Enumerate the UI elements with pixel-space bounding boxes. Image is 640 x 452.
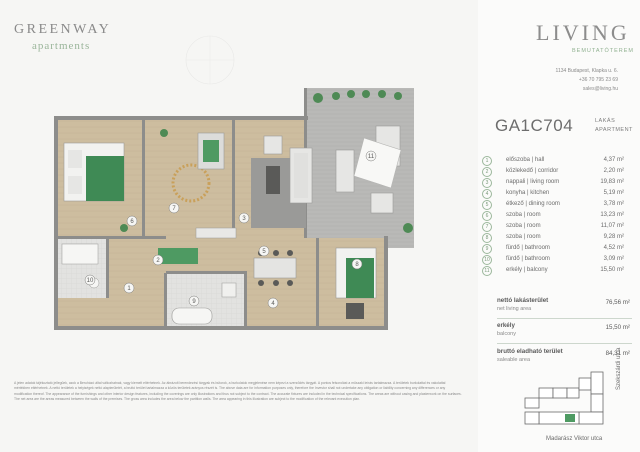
- divider: [497, 318, 632, 319]
- room-area: 15,50 m²: [600, 267, 624, 273]
- svg-text:8: 8: [355, 262, 359, 268]
- room-row: 6 szoba | room 13,23 m²: [482, 210, 632, 221]
- room-name: konyha | kitchen: [506, 190, 550, 196]
- apartment-code: GA1C704: [495, 116, 574, 135]
- room-area: 11,07 m²: [600, 223, 624, 229]
- room-number-badge: 10: [482, 255, 492, 265]
- room-area: 13,23 m²: [600, 212, 624, 218]
- room-number-badge: 6: [482, 211, 492, 221]
- room-area: 2,20 m²: [603, 168, 624, 174]
- svg-text:1: 1: [127, 286, 131, 292]
- room-name: étkező | dining room: [506, 201, 560, 207]
- contact-email: sales@living.hu: [582, 86, 618, 92]
- net-area-sublabel: net living area: [497, 306, 532, 312]
- contact-address: 1134 Budapest, Klapka u. 6.: [555, 68, 618, 74]
- info-panel: [478, 0, 640, 452]
- room-row: 10 fürdő | bathroom 3,09 m²: [482, 254, 632, 265]
- room-name: előszoba | hall: [506, 157, 545, 163]
- room-name: nappali | living room: [506, 179, 560, 185]
- contact-phone: +36 70 795 23 69: [578, 77, 618, 83]
- room-name: szoba | room: [506, 234, 541, 240]
- room-marker: 6: [126, 215, 138, 227]
- room-row: 1 előszoba | hall 4,37 m²: [482, 155, 632, 166]
- svg-text:10: 10: [87, 278, 94, 284]
- highlighted-unit: [565, 414, 575, 422]
- room-name: erkély | balcony: [506, 267, 548, 273]
- street-label-right: Szekszárdi utca: [616, 347, 622, 390]
- balcony-sublabel: balcony: [497, 331, 516, 337]
- divider: [497, 343, 632, 344]
- site-plan: [524, 371, 604, 425]
- svg-text:7: 7: [172, 206, 176, 212]
- room-name: szoba | room: [506, 212, 541, 218]
- room-row: 2 közlekedő | corridor 2,20 m²: [482, 166, 632, 177]
- room-area: 9,28 m²: [603, 234, 624, 240]
- room-area: 5,19 m²: [603, 190, 624, 196]
- room-area: 4,37 m²: [603, 157, 624, 163]
- gross-area-label: bruttó eladható terület: [497, 348, 563, 355]
- room-area: 3,78 m²: [603, 201, 624, 207]
- room-number-badge: 3: [482, 178, 492, 188]
- compass-watermark: [185, 35, 235, 85]
- room-name: szoba | room: [506, 223, 541, 229]
- gross-area-sublabel: saleable area: [497, 357, 531, 363]
- net-area-value: 76,56 m²: [605, 299, 630, 306]
- svg-text:6: 6: [130, 219, 134, 225]
- svg-text:3: 3: [242, 216, 246, 222]
- room-row: 11 erkély | balcony 15,50 m²: [482, 265, 632, 276]
- apartment-type-hu: LAKÁS: [595, 118, 616, 124]
- floor-plan: 1 2 3 4 5 6 7 8 9 10 11: [54, 88, 414, 330]
- svg-text:11: 11: [368, 154, 375, 160]
- room-marker: 10: [84, 274, 96, 286]
- gross-area-value: 84,31 m²: [605, 350, 630, 357]
- room-number-badge: 4: [482, 189, 492, 199]
- svg-text:2: 2: [156, 258, 160, 264]
- room-row: 5 étkező | dining room 3,78 m²: [482, 199, 632, 210]
- disclaimer-text: A jelen adatok tájékoztató jellegűek, az…: [14, 381, 462, 402]
- room-number-badge: 11: [482, 266, 492, 276]
- svg-text:9: 9: [192, 299, 196, 305]
- room-marker: 7: [168, 202, 180, 214]
- room-number-badge: 7: [482, 222, 492, 232]
- room-name: fürdő | bathroom: [506, 256, 550, 262]
- svg-text:4: 4: [271, 301, 275, 307]
- room-area: 3,09 m²: [603, 256, 624, 262]
- room-name: közlekedő | corridor: [506, 168, 559, 174]
- room-marker: 5: [258, 245, 270, 257]
- room-row: 4 konyha | kitchen 5,19 m²: [482, 188, 632, 199]
- room-number-badge: 1: [482, 156, 492, 166]
- room-marker: 4: [267, 297, 279, 309]
- room-marker: 1: [123, 282, 135, 294]
- room-marker: 2: [152, 254, 164, 266]
- net-area-label: nettó lakásterület: [497, 297, 549, 304]
- room-number-badge: 8: [482, 233, 492, 243]
- svg-text:5: 5: [262, 249, 266, 255]
- room-number-badge: 2: [482, 167, 492, 177]
- greenway-logo-text: GREENWAY: [14, 22, 112, 37]
- room-row: 3 nappali | living room 19,83 m²: [482, 177, 632, 188]
- room-row: 7 szoba | room 11,07 m²: [482, 221, 632, 232]
- room-marker: 8: [351, 258, 363, 270]
- room-row: 9 fürdő | bathroom 4,52 m²: [482, 243, 632, 254]
- balcony-label: erkély: [497, 322, 515, 329]
- living-logo: LIVING: [536, 20, 630, 45]
- street-label-bottom: Madarász Viktor utca: [546, 436, 603, 442]
- room-marker: 11: [365, 150, 377, 162]
- room-marker: 3: [238, 212, 250, 224]
- balcony-value: 15,50 m²: [605, 324, 630, 331]
- room-area: 19,83 m²: [600, 179, 624, 185]
- room-area-list: 1 előszoba | hall 4,37 m² 2 közlekedő | corr…: [482, 155, 632, 276]
- room-marker: 9: [188, 295, 200, 307]
- room-name: fürdő | bathroom: [506, 245, 550, 251]
- apartments-logo-text: apartments: [32, 40, 91, 52]
- room-number-badge: 9: [482, 244, 492, 254]
- apartment-type-en: APARTMENT: [595, 127, 633, 133]
- living-subtitle: BEMUTATÓTEREM: [572, 48, 634, 54]
- room-number-badge: 5: [482, 200, 492, 210]
- room-area: 4,52 m²: [603, 245, 624, 251]
- room-row: 8 szoba | room 9,28 m²: [482, 232, 632, 243]
